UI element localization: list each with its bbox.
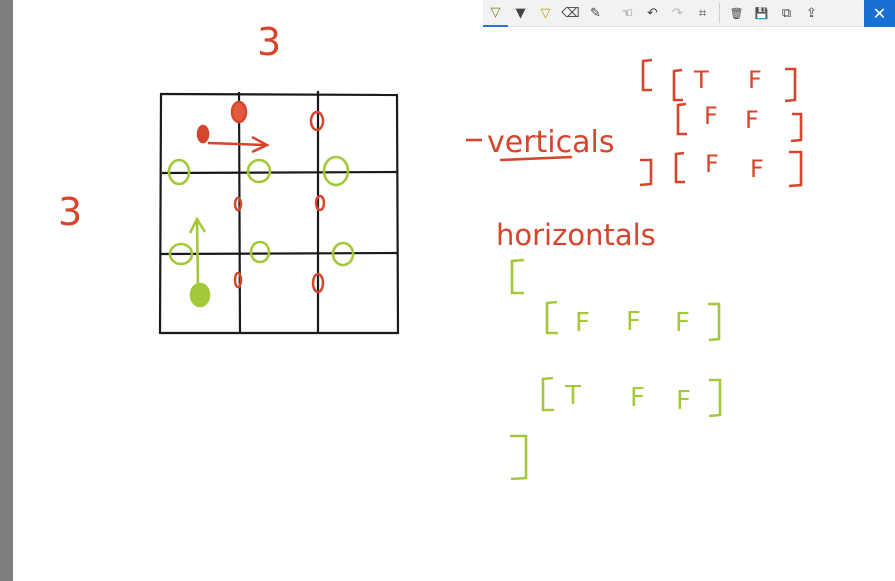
- crop-icon[interactable]: ⌗: [698, 5, 707, 21]
- red-circles: [230, 100, 326, 294]
- toolbar-divider: [719, 3, 720, 23]
- vertical-row-2-value-1: F: [704, 102, 718, 130]
- green-circles: [167, 155, 355, 267]
- ink-toolbar: ▽ ▼ ▽ ⌫ ✎ ☜ ↶ ↷ ⌗ 🗑 💾 ⧉ ⇪ ✕: [483, 0, 895, 27]
- horizontals-label: horizontals: [496, 218, 656, 252]
- horizontals-lists: [510, 258, 722, 481]
- board-width-number: 3: [257, 20, 281, 64]
- highlighter-icon[interactable]: ▽: [540, 5, 551, 21]
- redo-icon[interactable]: ↷: [672, 5, 683, 21]
- vertical-row-2-value-2: F: [745, 106, 759, 134]
- ruler-icon[interactable]: ✎: [590, 5, 601, 21]
- delete-icon[interactable]: 🗑: [729, 6, 744, 20]
- eraser-icon[interactable]: ⌫: [561, 5, 580, 21]
- red-move-arrow: [196, 124, 270, 154]
- copy-icon[interactable]: ⧉: [781, 5, 792, 21]
- horizontal-row-1-value-3: F: [675, 308, 690, 338]
- verticals-label: verticals: [487, 125, 615, 160]
- vertical-row-1-value-2: F: [748, 66, 762, 94]
- tic-tac-toe-grid: [158, 91, 400, 335]
- pencil-icon[interactable]: ▼: [515, 5, 526, 21]
- vertical-row-3-value-2: F: [750, 155, 764, 183]
- window-left-edge: [0, 0, 13, 581]
- horizontal-row-1-value-1: F: [575, 308, 590, 338]
- vertical-row-1-value-1: T: [693, 66, 709, 94]
- verticals-lists: [466, 58, 803, 188]
- touch-writing-icon[interactable]: ☜: [621, 5, 634, 21]
- horizontal-row-2-value-1: T: [564, 381, 581, 411]
- undo-icon[interactable]: ↶: [647, 5, 658, 21]
- share-icon[interactable]: ⇪: [806, 5, 817, 21]
- horizontal-row-2-value-2: F: [630, 383, 645, 413]
- green-move-arrow: [188, 216, 211, 308]
- horizontal-row-2-value-3: F: [676, 386, 691, 416]
- save-icon[interactable]: 💾: [754, 6, 769, 20]
- vertical-row-3-value-1: F: [705, 150, 719, 178]
- horizontal-row-1-value-2: F: [626, 307, 641, 337]
- ballpoint-pen-icon[interactable]: ▽: [483, 0, 508, 27]
- board-height-number: 3: [58, 190, 82, 234]
- close-icon[interactable]: ✕: [864, 0, 895, 27]
